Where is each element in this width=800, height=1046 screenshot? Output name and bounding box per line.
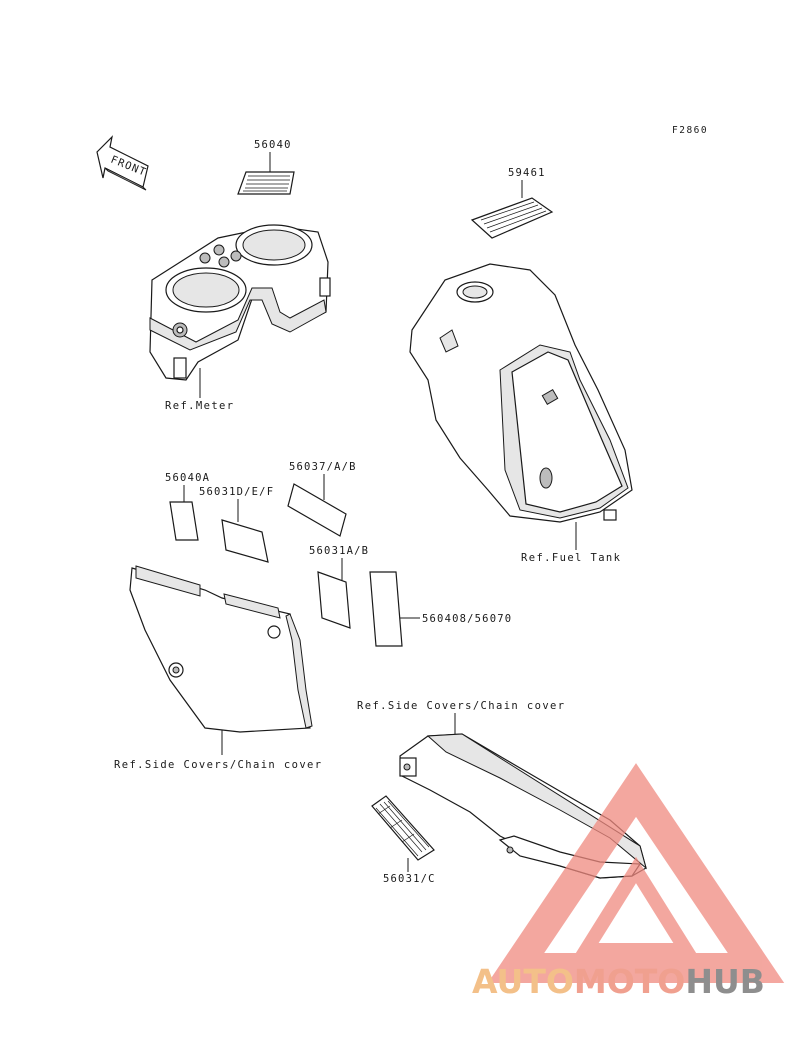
- watermark-text: AUTOMOTOHUB: [472, 962, 765, 1001]
- meter-assembly: [149, 224, 331, 381]
- ref-side-covers-right: Ref.Side Covers/Chain cover: [357, 700, 565, 712]
- ref-meter: Ref.Meter: [165, 400, 235, 412]
- label-56031c: 56031/C: [383, 873, 436, 885]
- sticker-56031a: [317, 571, 351, 629]
- fuel-tank: [409, 263, 633, 523]
- ref-side-covers-left: Ref.Side Covers/Chain cover: [114, 759, 322, 771]
- label-56037: 56037/A/B: [289, 461, 357, 473]
- watermark-part-hub: HUB: [685, 962, 765, 1001]
- sticker-560408: [369, 571, 403, 647]
- watermark-part-auto: AUTO: [472, 962, 574, 1001]
- label-59461: 59461: [508, 167, 546, 179]
- sticker-56037: [287, 483, 347, 537]
- sticker-56040a: [169, 501, 199, 541]
- watermark-logo-icon: [487, 763, 785, 983]
- label-56040: 56040: [254, 139, 292, 151]
- label-560408: 560408/56070: [422, 613, 512, 625]
- sticker-59461: [470, 197, 554, 239]
- watermark-part-moto: MOTO: [573, 962, 686, 1001]
- sticker-56040: [237, 171, 295, 195]
- label-56031a: 56031A/B: [309, 545, 369, 557]
- figure-code: F2860: [672, 125, 708, 136]
- sticker-56031d: [221, 519, 269, 563]
- front-arrow-icon: FRONT: [96, 135, 149, 191]
- sticker-56031c: [371, 795, 435, 861]
- label-56040a: 56040A: [165, 472, 210, 484]
- ref-fuel-tank: Ref.Fuel Tank: [521, 552, 621, 564]
- side-cover-left: [129, 565, 313, 733]
- label-56031d: 56031D/E/F: [199, 486, 274, 498]
